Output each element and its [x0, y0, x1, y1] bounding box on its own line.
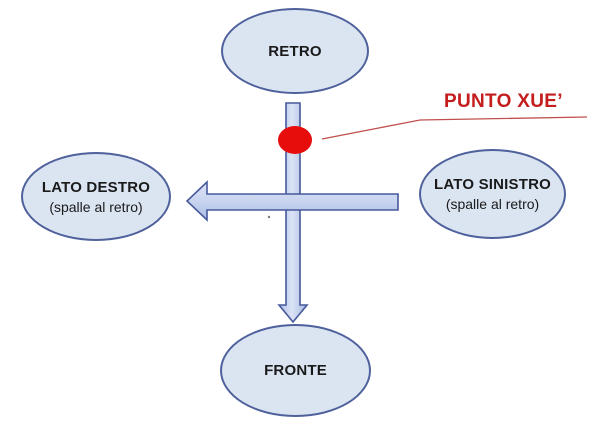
horizontal-left-arrow: [185, 180, 399, 222]
node-retro: RETRO: [221, 8, 369, 94]
xue-point-dot: [278, 126, 312, 154]
node-fronte-label: FRONTE: [264, 362, 327, 379]
node-lato-destro: LATO DESTRO (spalle al retro): [21, 152, 171, 241]
node-lato-destro-sublabel: (spalle al retro): [49, 198, 143, 215]
node-lato-sinistro: LATO SINISTRO (spalle al retro): [419, 149, 566, 239]
punto-xue-annotation: PUNTO XUE’: [444, 91, 563, 112]
node-lato-sinistro-sublabel: (spalle al retro): [445, 196, 540, 213]
speck-dot: [267, 215, 271, 219]
node-lato-sinistro-label: LATO SINISTRO: [433, 176, 552, 194]
node-lato-destro-label: LATO DESTRO: [41, 178, 151, 196]
node-retro-label: RETRO: [268, 42, 322, 60]
annotation-leader-line: [321, 116, 588, 140]
node-fronte: FRONTE: [220, 324, 371, 417]
